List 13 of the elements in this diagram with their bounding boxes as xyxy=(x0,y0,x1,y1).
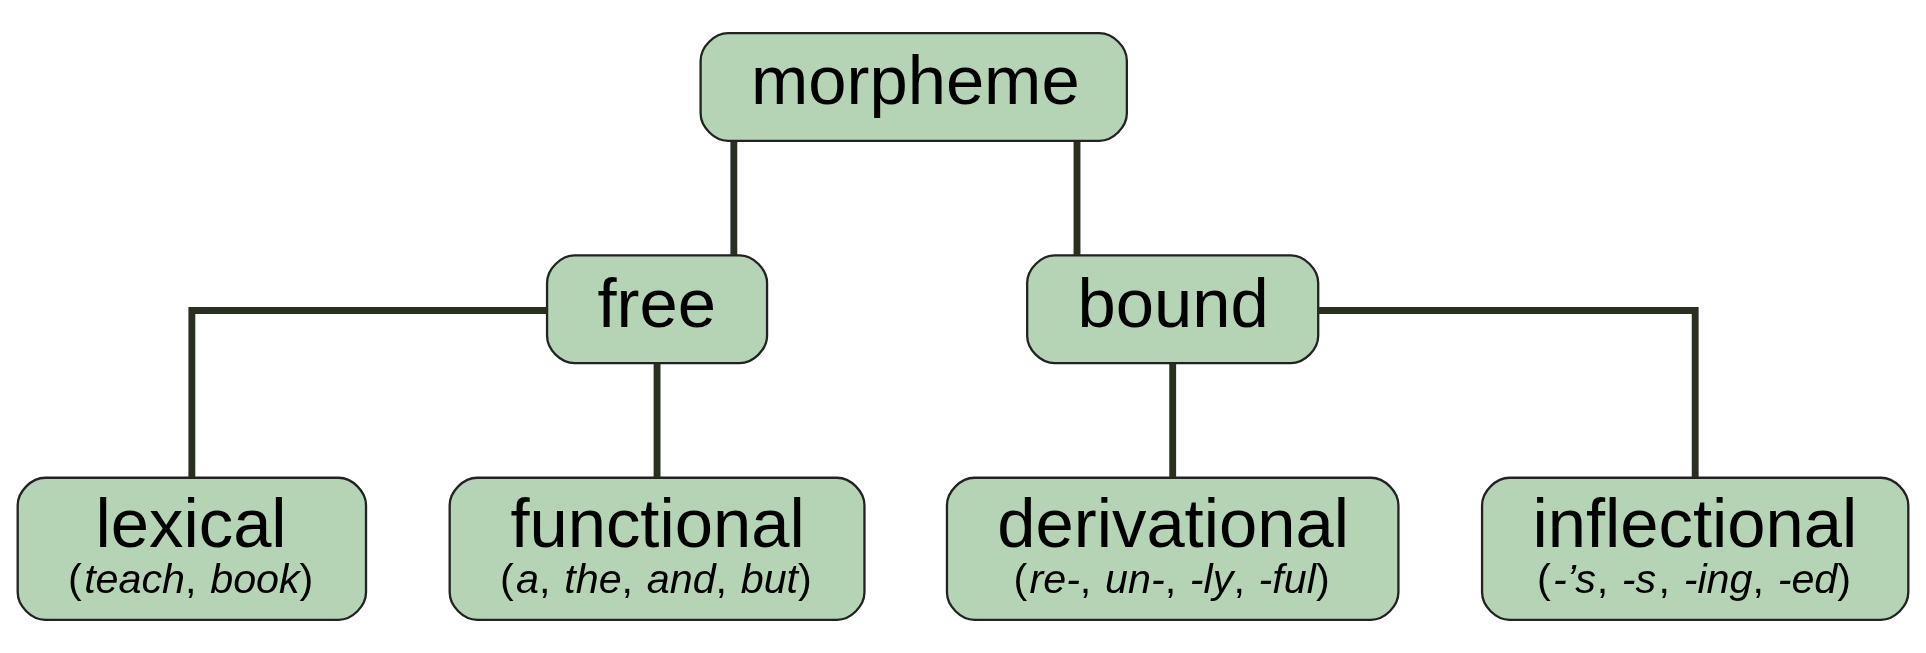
connector xyxy=(730,141,738,255)
connector xyxy=(188,307,547,478)
node-box: derivational (re-, un-, -ly, -ful) xyxy=(945,476,1400,621)
connector xyxy=(653,363,661,478)
connector xyxy=(1169,363,1177,478)
node-box: morpheme xyxy=(699,32,1128,143)
connector xyxy=(1318,307,1699,478)
node-box: lexical (teach, book) xyxy=(16,476,368,621)
node-box: inflectional (-’s, -s, -ing, -ed) xyxy=(1480,476,1910,621)
node-box: functional (a, the, and, but) xyxy=(448,476,866,621)
connector xyxy=(1073,141,1081,255)
node-box: free xyxy=(545,254,769,365)
node-box: bound xyxy=(1026,254,1320,365)
